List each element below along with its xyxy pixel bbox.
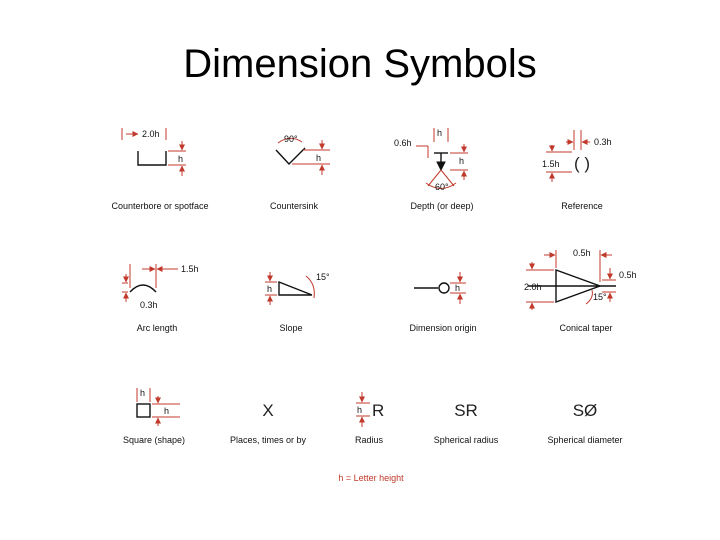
slide-title: Dimension Symbols bbox=[183, 42, 537, 86]
conical-taper-symbol: 0.5h 2.0h 0.5h 15° bbox=[524, 248, 637, 310]
times-x-glyph: X bbox=[262, 401, 273, 420]
reference-symbol: 0.3h 1.5h ( ) bbox=[542, 130, 612, 182]
depth-width-label: 0.6h bbox=[394, 138, 412, 148]
conical-taper-height-label: 2.0h bbox=[524, 282, 542, 292]
dimension-origin-symbol: h bbox=[414, 272, 466, 304]
spherical-diameter-glyph: SØ bbox=[573, 401, 598, 420]
depth-symbol: h 0.6h h 60° bbox=[394, 128, 468, 192]
slope-height-label: h bbox=[267, 284, 272, 294]
depth-angle-label: 60° bbox=[435, 182, 449, 192]
countersink-symbol: 90° h bbox=[275, 134, 330, 175]
radius-symbol: h R bbox=[356, 392, 384, 427]
radius-height-label: h bbox=[357, 405, 362, 415]
arc-length-height-label: 0.3h bbox=[140, 300, 158, 310]
caption-conical-taper: Conical taper bbox=[559, 323, 612, 333]
arc-length-width-label: 1.5h bbox=[181, 264, 199, 274]
slope-symbol: h 15° bbox=[265, 272, 330, 305]
conical-taper-angle-label: 15° bbox=[593, 292, 607, 302]
caption-arc-length: Arc length bbox=[137, 323, 178, 333]
spherical-radius-glyph: SR bbox=[454, 401, 478, 420]
radius-r-glyph: R bbox=[372, 401, 384, 420]
conical-taper-top-label: 0.5h bbox=[573, 248, 591, 258]
counterbore-height-label: h bbox=[178, 154, 183, 164]
conical-taper-side-label: 0.5h bbox=[619, 270, 637, 280]
caption-slope: Slope bbox=[279, 323, 302, 333]
countersink-angle-label: 90° bbox=[284, 134, 298, 144]
counterbore-width-label: 2.0h bbox=[142, 129, 160, 139]
slope-angle-label: 15° bbox=[316, 272, 330, 282]
caption-counterbore: Counterbore or spotface bbox=[111, 201, 208, 211]
caption-spherical-diameter: Spherical diameter bbox=[547, 435, 622, 445]
caption-depth: Depth (or deep) bbox=[410, 201, 473, 211]
caption-reference: Reference bbox=[561, 201, 603, 211]
depth-top-label: h bbox=[437, 128, 442, 138]
caption-dimension-origin: Dimension origin bbox=[409, 323, 476, 333]
arc-length-symbol: 1.5h 0.3h bbox=[122, 264, 199, 310]
square-width-label: h bbox=[140, 388, 145, 398]
depth-height-label: h bbox=[459, 156, 464, 166]
caption-square: Square (shape) bbox=[123, 435, 185, 445]
caption-spherical-radius: Spherical radius bbox=[434, 435, 499, 445]
dimension-origin-height-label: h bbox=[455, 283, 460, 293]
countersink-height-label: h bbox=[316, 153, 321, 163]
caption-radius: Radius bbox=[355, 435, 384, 445]
caption-places-times: Places, times or by bbox=[230, 435, 307, 445]
reference-gap-label: 0.3h bbox=[594, 137, 612, 147]
reference-parentheses: ( ) bbox=[574, 154, 590, 173]
footnote-letter-height: h = Letter height bbox=[338, 473, 404, 483]
square-shape-symbol: h h bbox=[136, 388, 180, 426]
counterbore-symbol: 2.0h h bbox=[121, 128, 186, 176]
reference-height-label: 1.5h bbox=[542, 159, 560, 169]
square-height-label: h bbox=[164, 406, 169, 416]
caption-countersink: Countersink bbox=[270, 201, 319, 211]
